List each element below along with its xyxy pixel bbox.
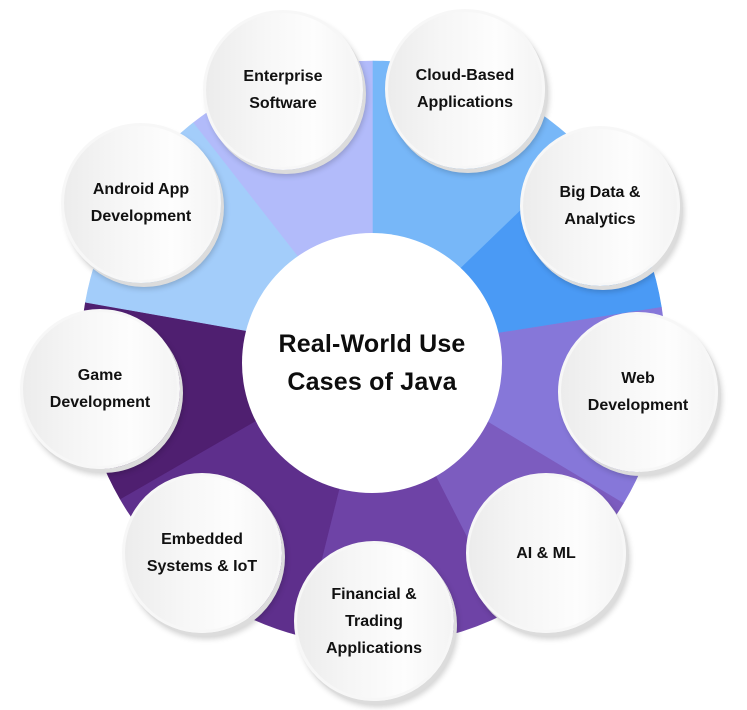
node-label: Financial & Trading Applications xyxy=(325,585,422,657)
center-title-line2: Cases of Java xyxy=(287,368,457,396)
node-cloud-based-applications[interactable]: Cloud-Based Applications xyxy=(385,9,545,169)
node-label: Game Development xyxy=(49,367,151,411)
node-enterprise-software[interactable]: Enterprise Software xyxy=(203,10,363,170)
center-title-line1: Real-World Use xyxy=(278,330,466,358)
node-label: Cloud-Based Applications xyxy=(415,67,515,111)
node-big-data-analytics[interactable]: Big Data & Analytics xyxy=(520,126,680,286)
node-label: Enterprise Software xyxy=(243,68,323,112)
node-label: AI & ML xyxy=(516,544,576,562)
node-game-development[interactable]: Game Development xyxy=(20,309,180,469)
node-embedded-systems-iot[interactable]: Embedded Systems & IoT xyxy=(122,473,282,633)
center-hub: Real-World Use Cases of Java xyxy=(242,233,502,493)
node-label: Web Development xyxy=(587,370,689,414)
node-label: Big Data & Analytics xyxy=(559,184,641,228)
node-web-development[interactable]: Web Development xyxy=(558,312,718,472)
node-ai-ml[interactable]: AI & ML xyxy=(466,473,626,633)
node-label: Embedded Systems & IoT xyxy=(146,531,258,575)
node-android-app-development[interactable]: Android App Development xyxy=(61,123,221,283)
node-financial-trading-applications[interactable]: Financial & Trading Applications xyxy=(294,541,454,701)
node-label: Android App Development xyxy=(90,181,192,225)
